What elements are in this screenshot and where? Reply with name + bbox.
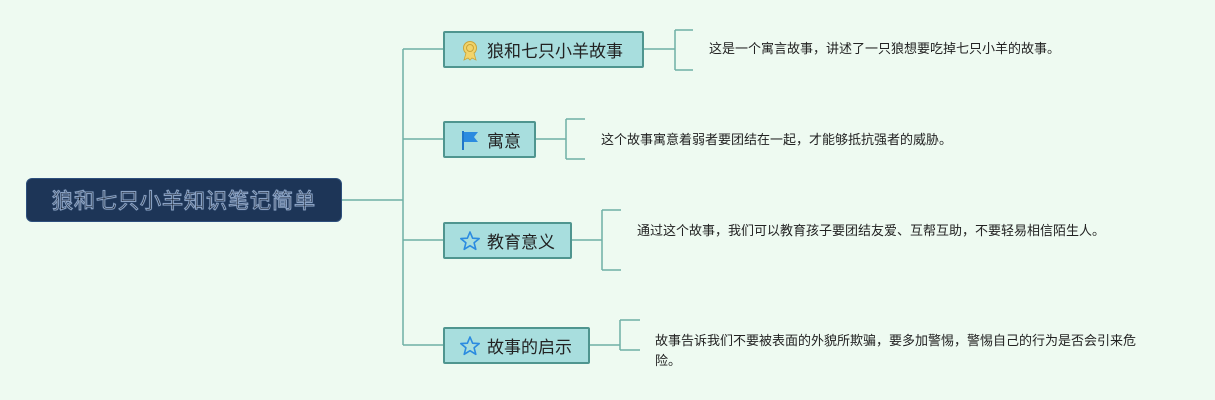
topic-story[interactable]: 狼和七只小羊故事 [443, 31, 644, 68]
topic-education[interactable]: 教育意义 [443, 222, 572, 259]
note-bracket-1 [644, 29, 693, 71]
note-lesson: 故事告诉我们不要被表面的外貌所欺骗，要多加警惕，警惕自己的行为是否会引来危险。 [655, 334, 1137, 369]
note-bracket-4 [590, 319, 640, 351]
note-moral: 这个故事寓意着弱者要团结在一起，才能够抵抗强者的威胁。 [601, 133, 953, 148]
medal-icon [459, 39, 481, 61]
topic-lesson-label: 故事的启示 [487, 338, 572, 358]
note-bracket-3 [572, 209, 621, 271]
topic-lesson[interactable]: 故事的启示 [443, 327, 590, 364]
note-story: 这是一个寓言故事，讲述了一只狼想要吃掉七只小羊的故事。 [709, 42, 1061, 57]
topic-moral[interactable]: 寓意 [443, 121, 536, 158]
topic-moral-label: 寓意 [487, 132, 521, 152]
topic-education-label: 教育意义 [487, 233, 555, 253]
root-topic[interactable]: 狼和七只小羊知识笔记简单 [26, 178, 342, 222]
topic-story-label: 狼和七只小羊故事 [487, 42, 623, 62]
star-icon [459, 230, 481, 252]
flag-icon [459, 129, 481, 151]
note-bracket-2 [536, 118, 585, 160]
note-education: 通过这个故事，我们可以教育孩子要团结友爱、互帮互助，不要轻易相信陌生人。 [637, 224, 1106, 239]
root-topic-label: 狼和七只小羊知识笔记简单 [52, 189, 316, 213]
star-icon [459, 335, 481, 357]
